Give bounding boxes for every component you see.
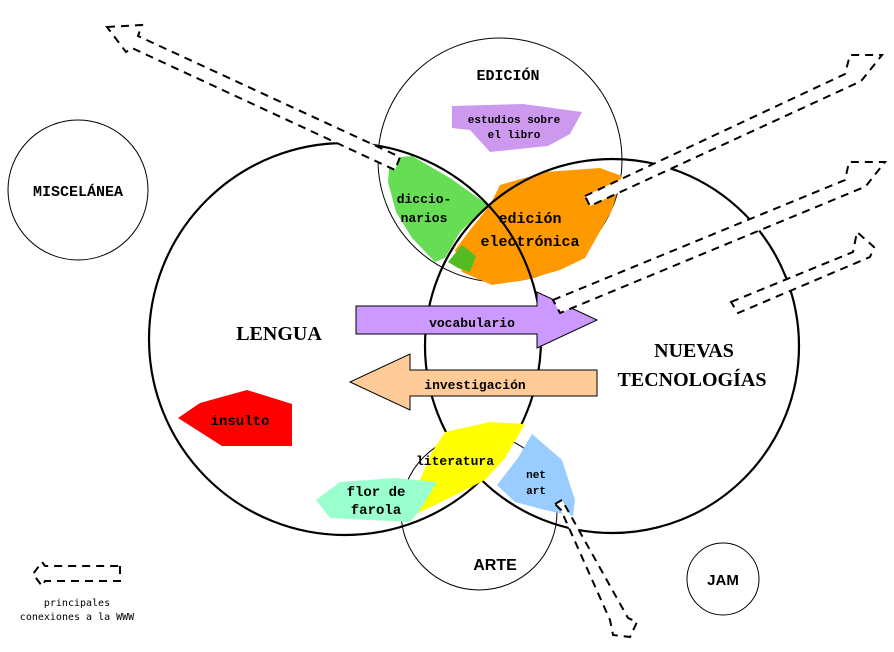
legend-line1: principales	[44, 598, 110, 609]
region-estudios-libro[interactable]: estudios sobre el libro	[452, 104, 582, 152]
jam-outline	[686, 542, 760, 616]
www-connection-nuevas-tecnologias[interactable]	[729, 230, 876, 315]
diccionarios-line2: narios	[401, 211, 448, 226]
www-arrow-5	[553, 498, 639, 639]
www-connection-vocabulario[interactable]	[551, 161, 888, 315]
estudios-libro-line2: el libro	[488, 130, 541, 142]
literatura-shape	[412, 422, 525, 516]
lengua-label: LENGUA	[236, 323, 322, 345]
region-edicion-electronica[interactable]: edición electrónica	[448, 168, 622, 285]
miscelanea-outline	[7, 119, 149, 261]
insulto-label: insulto	[211, 414, 270, 430]
net-art-line1: net	[526, 470, 546, 482]
www-connection-net-art[interactable]	[553, 498, 639, 639]
overlap-shape	[448, 245, 476, 272]
miscelanea-label: MISCELÁNEA	[33, 183, 123, 201]
flor-de-farola-line1: flor de	[347, 485, 406, 501]
www-arrow-3	[551, 161, 888, 315]
www-connection-edicion-electronica[interactable]	[583, 54, 885, 208]
diccionarios-shape	[388, 156, 488, 262]
edicion-label: EDICIÓN	[476, 67, 539, 85]
arrow-investigacion[interactable]: investigación	[348, 353, 598, 411]
literatura-label: literatura	[416, 454, 494, 469]
arte-label: ARTE	[473, 557, 517, 574]
www-arrow-4	[729, 230, 876, 315]
region-flor-de-farola[interactable]: flor de farola	[316, 478, 437, 522]
net-art-shape	[497, 434, 575, 516]
flor-de-farola-shape	[316, 478, 437, 522]
nuevas-tecnologias-line1: NUEVAS	[654, 340, 734, 362]
www-connection-edicion-diccionarios[interactable]	[105, 23, 402, 172]
legend-dashed-arrow-icon	[31, 560, 121, 588]
estudios-libro-line1: estudios sobre	[468, 115, 561, 127]
nuevas-tecnologias-outline	[423, 157, 801, 535]
arrow-vocabulario[interactable]: vocabulario	[355, 291, 599, 349]
region-diccionarios[interactable]: diccio- narios	[388, 156, 488, 262]
edicion-electronica-shape	[455, 168, 622, 285]
circle-nuevas-tecnologias[interactable]: NUEVAS TECNOLOGÍAS	[423, 157, 801, 535]
edicion-electronica-line1: edición	[498, 211, 561, 228]
vocabulario-label: vocabulario	[429, 316, 515, 331]
investigacion-label: investigación	[424, 378, 526, 393]
region-insulto[interactable]: insulto	[178, 390, 292, 446]
www-arrow-2	[583, 54, 885, 208]
insulto-shape	[178, 390, 292, 446]
circle-jam[interactable]: JAM	[686, 542, 760, 616]
estudios-libro-shape	[452, 104, 582, 152]
investigacion-arrow-shape	[348, 353, 598, 411]
nuevas-tecnologias-line2: TECNOLOGÍAS	[618, 368, 767, 391]
flor-de-farola-line2: farola	[351, 503, 402, 519]
legend: principales conexiones a la WWW	[20, 560, 135, 623]
region-literatura[interactable]: literatura	[412, 422, 525, 516]
circle-miscelanea[interactable]: MISCELÁNEA	[7, 119, 149, 261]
legend-line2: conexiones a la WWW	[20, 612, 135, 623]
jam-label: JAM	[707, 572, 739, 589]
net-art-line2: art	[526, 486, 546, 498]
vocabulario-arrow-shape	[355, 291, 599, 349]
diccionarios-line1: diccio-	[397, 192, 452, 207]
www-arrow-1	[105, 23, 402, 172]
region-net-art[interactable]: net art	[497, 434, 575, 516]
edicion-electronica-line2: electrónica	[480, 234, 579, 251]
